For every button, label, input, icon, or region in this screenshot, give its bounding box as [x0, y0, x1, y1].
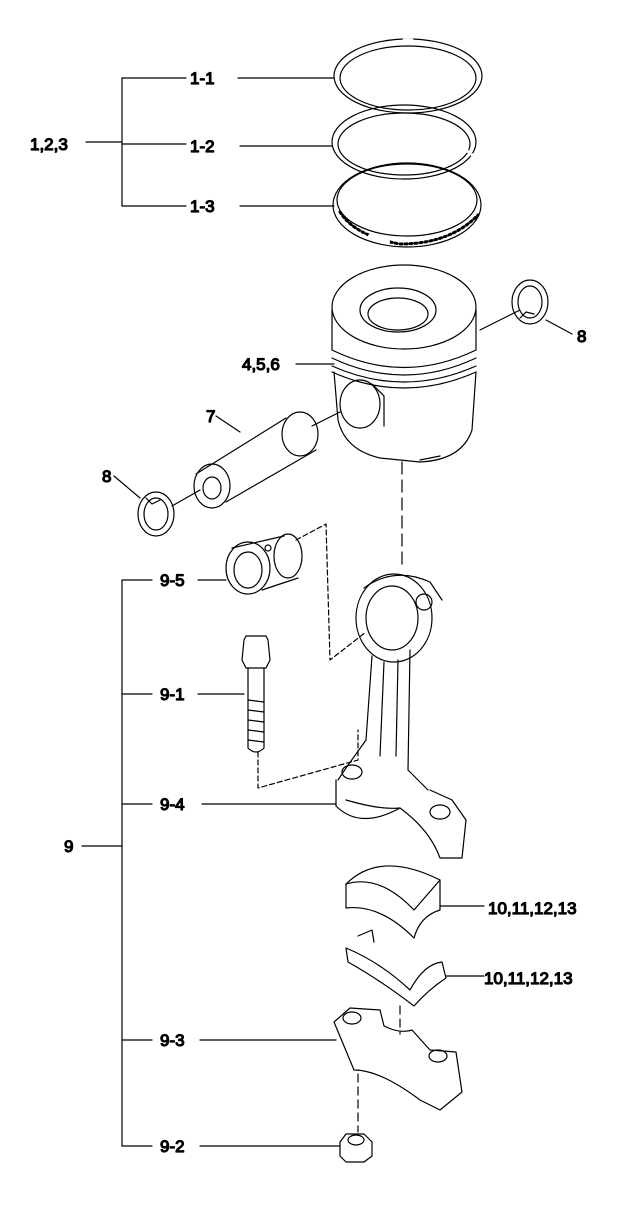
label-bushing: 9-5 — [160, 571, 185, 590]
label-bearing-lower: 10,11,12,13 — [484, 969, 573, 988]
connecting-rod-nut — [339, 1133, 373, 1163]
bushing-guide-line — [295, 523, 367, 661]
label-snap-ring-left: 8 — [102, 467, 111, 486]
bearing-shell-upper — [345, 865, 441, 939]
piston-ring-1-3 — [332, 162, 482, 248]
label-bearing-upper: 10,11,12,13 — [488, 899, 577, 918]
connecting-rod — [335, 573, 467, 859]
bearing-shell-lower — [345, 929, 447, 1007]
label-ring-1-3: 1-3 — [190, 197, 215, 216]
piston-ring-1-2 — [331, 104, 478, 180]
connecting-rod-bolt — [241, 635, 271, 753]
piston — [331, 264, 477, 463]
snap-ring-left — [137, 491, 175, 537]
label-ring-1-1: 1-1 — [190, 69, 215, 88]
leader-lines — [81, 77, 573, 1147]
label-piston-pin: 7 — [206, 407, 215, 426]
label-rod-cap: 9-3 — [160, 1031, 185, 1050]
label-rod-nut: 9-2 — [160, 1137, 185, 1156]
label-snap-ring-right: 8 — [577, 327, 586, 346]
label-rod-body: 9-4 — [160, 795, 185, 814]
piston-pin — [193, 411, 319, 509]
label-group-rings: 1,2,3 — [30, 135, 68, 154]
label-ring-1-2: 1-2 — [190, 137, 215, 156]
label-rod-bolt: 9-1 — [160, 685, 185, 704]
piston-ring-1-1 — [333, 38, 483, 114]
label-piston: 4,5,6 — [242, 355, 280, 374]
bolt-guide-line — [257, 729, 359, 789]
connecting-rod-cap — [333, 1007, 463, 1111]
snap-ring-right — [511, 279, 549, 325]
label-group-rod: 9 — [64, 837, 73, 856]
small-end-bushing — [225, 533, 303, 595]
